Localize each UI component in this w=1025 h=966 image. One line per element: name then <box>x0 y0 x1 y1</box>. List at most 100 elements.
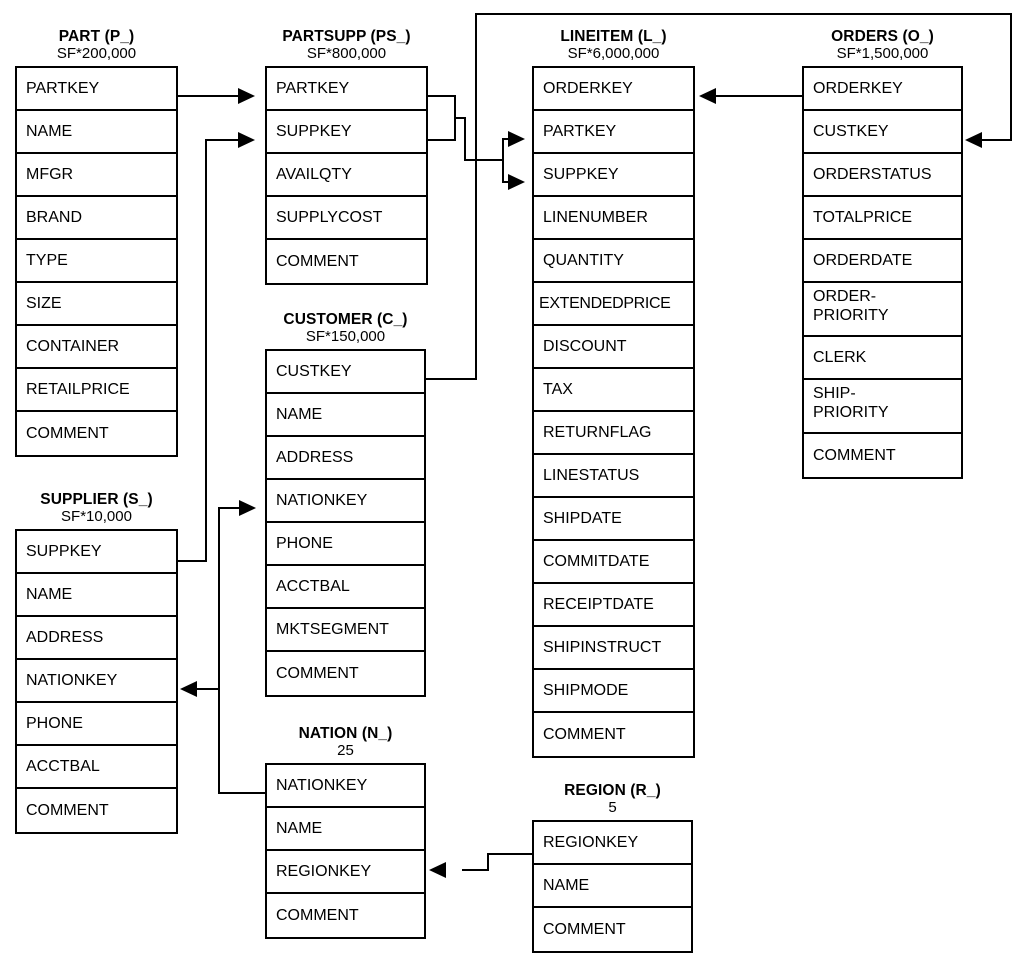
field-orders-orderpriority[interactable]: ORDER- PRIORITY <box>804 283 961 338</box>
field-region-regionkey[interactable]: REGIONKEY <box>534 822 691 866</box>
field-part-type[interactable]: TYPE <box>17 240 176 284</box>
field-partsupp-suppkey[interactable]: SUPPKEY <box>267 111 426 155</box>
field-lineitem-partkey[interactable]: PARTKEY <box>534 111 693 155</box>
field-customer-name[interactable]: NAME <box>267 394 424 438</box>
entity-partsupp-count: SF*800,000 <box>306 45 387 63</box>
field-part-brand[interactable]: BRAND <box>17 197 176 241</box>
field-customer-phone[interactable]: PHONE <box>267 523 424 567</box>
field-lineitem-tax[interactable]: TAX <box>534 369 693 413</box>
entity-lineitem-count: SF*6,000,000 <box>567 45 660 63</box>
entity-part-title: PART (P_) <box>58 28 135 45</box>
field-part-retailprice[interactable]: RETAILPRICE <box>17 369 176 413</box>
entity-nation-count: 25 <box>337 742 354 760</box>
field-lineitem-returnflag[interactable]: RETURNFLAG <box>534 412 693 456</box>
arrowhead-partsupp-suppkey <box>238 132 255 148</box>
field-orders-clerk[interactable]: CLERK <box>804 337 961 381</box>
connector-customer-custkey-riser <box>475 13 477 380</box>
field-part-size[interactable]: SIZE <box>17 283 176 327</box>
arrowhead-partsupp-partkey <box>238 88 255 104</box>
field-supplier-nationkey[interactable]: NATIONKEY <box>17 660 176 704</box>
field-customer-mktsegment[interactable]: MKTSEGMENT <box>267 609 424 653</box>
entity-nation-title: NATION (N_) <box>298 725 393 742</box>
connector-partsupp-merge-run <box>464 159 504 161</box>
connector-nation-nationkey-riser <box>218 507 220 794</box>
field-lineitem-shipinstruct[interactable]: SHIPINSTRUCT <box>534 627 693 671</box>
connector-region-regionkey-out <box>487 853 533 855</box>
field-supplier-address[interactable]: ADDRESS <box>17 617 176 661</box>
field-region-name[interactable]: NAME <box>534 865 691 909</box>
entity-partsupp-title: PARTSUPP (PS_) <box>282 28 411 45</box>
field-lineitem-discount[interactable]: DISCOUNT <box>534 326 693 370</box>
entity-customer-box: CUSTKEY NAME ADDRESS NATIONKEY PHONE ACC… <box>265 349 426 698</box>
field-supplier-comment[interactable]: COMMENT <box>17 789 176 833</box>
field-part-partkey[interactable]: PARTKEY <box>17 68 176 112</box>
connector-nation-nationkey-out <box>218 792 267 794</box>
field-lineitem-suppkey[interactable]: SUPPKEY <box>534 154 693 198</box>
field-nation-nationkey[interactable]: NATIONKEY <box>267 765 424 809</box>
field-part-comment[interactable]: COMMENT <box>17 412 176 456</box>
field-partsupp-availqty[interactable]: AVAILQTY <box>267 154 426 198</box>
connector-region-to-nation-regionkey <box>462 869 489 871</box>
entity-customer-title: CUSTOMER (C_) <box>283 311 408 328</box>
field-lineitem-orderkey[interactable]: ORDERKEY <box>534 68 693 112</box>
field-part-container[interactable]: CONTAINER <box>17 326 176 370</box>
field-orders-comment[interactable]: COMMENT <box>804 434 961 478</box>
field-customer-acctbal[interactable]: ACCTBAL <box>267 566 424 610</box>
arrowhead-customer-nationkey <box>239 500 256 516</box>
arrowhead-nation-regionkey <box>429 862 446 878</box>
connector-customer-top-run <box>475 13 1012 15</box>
entity-region-count: 5 <box>608 799 617 817</box>
field-lineitem-receiptdate[interactable]: RECEIPTDATE <box>534 584 693 628</box>
field-orders-custkey[interactable]: CUSTKEY <box>804 111 961 155</box>
entity-lineitem-box: ORDERKEY PARTKEY SUPPKEY LINENUMBER QUAN… <box>532 66 695 759</box>
field-customer-custkey[interactable]: CUSTKEY <box>267 351 424 395</box>
field-lineitem-linenumber[interactable]: LINENUMBER <box>534 197 693 241</box>
connector-lineitem-split-bracket <box>502 138 504 183</box>
field-lineitem-shipdate[interactable]: SHIPDATE <box>534 498 693 542</box>
field-customer-address[interactable]: ADDRESS <box>267 437 424 481</box>
connector-partsupp-partkey-out <box>428 95 456 97</box>
entity-partsupp: PARTSUPP (PS_) SF*800,000 PARTKEY SUPPKE… <box>265 28 428 286</box>
arrowhead-lineitem-orderkey <box>699 88 716 104</box>
field-lineitem-commitdate[interactable]: COMMITDATE <box>534 541 693 585</box>
field-region-comment[interactable]: COMMENT <box>534 908 691 952</box>
field-orders-orderdate[interactable]: ORDERDATE <box>804 240 961 284</box>
field-lineitem-comment[interactable]: COMMENT <box>534 713 693 757</box>
entity-customer: CUSTOMER (C_) SF*150,000 CUSTKEY NAME AD… <box>265 311 426 698</box>
field-orders-orderkey[interactable]: ORDERKEY <box>804 68 961 112</box>
connector-orders-custkey-in <box>981 139 1012 141</box>
field-lineitem-quantity[interactable]: QUANTITY <box>534 240 693 284</box>
entity-partsupp-box: PARTKEY SUPPKEY AVAILQTY SUPPLYCOST COMM… <box>265 66 428 286</box>
field-orders-shippriority[interactable]: SHIP- PRIORITY <box>804 380 961 435</box>
field-orders-totalprice[interactable]: TOTALPRICE <box>804 197 961 241</box>
field-supplier-name[interactable]: NAME <box>17 574 176 618</box>
field-partsupp-partkey[interactable]: PARTKEY <box>267 68 426 112</box>
field-customer-comment[interactable]: COMMENT <box>267 652 424 696</box>
connector-nation-to-customer-nationkey <box>218 507 241 509</box>
entity-part: PART (P_) SF*200,000 PARTKEY NAME MFGR B… <box>15 28 178 458</box>
connector-partsupp-merge-stub <box>454 117 466 119</box>
field-customer-nationkey[interactable]: NATIONKEY <box>267 480 424 524</box>
field-lineitem-shipmode[interactable]: SHIPMODE <box>534 670 693 714</box>
field-supplier-acctbal[interactable]: ACCTBAL <box>17 746 176 790</box>
field-lineitem-linestatus[interactable]: LINESTATUS <box>534 455 693 499</box>
connector-supplier-suppkey-out <box>178 560 207 562</box>
entity-supplier-title: SUPPLIER (S_) <box>40 491 153 508</box>
field-nation-regionkey[interactable]: REGIONKEY <box>267 851 424 895</box>
field-supplier-phone[interactable]: PHONE <box>17 703 176 747</box>
field-nation-name[interactable]: NAME <box>267 808 424 852</box>
field-part-mfgr[interactable]: MFGR <box>17 154 176 198</box>
arrowhead-lineitem-partkey <box>508 131 525 147</box>
field-partsupp-comment[interactable]: COMMENT <box>267 240 426 284</box>
arrowhead-lineitem-suppkey <box>508 174 525 190</box>
field-partsupp-supplycost[interactable]: SUPPLYCOST <box>267 197 426 241</box>
field-nation-comment[interactable]: COMMENT <box>267 894 424 938</box>
connector-partsupp-suppkey-out <box>428 139 456 141</box>
connector-orders-to-lineitem <box>716 95 804 97</box>
entity-nation-box: NATIONKEY NAME REGIONKEY COMMENT <box>265 763 426 940</box>
field-supplier-suppkey[interactable]: SUPPKEY <box>17 531 176 575</box>
entity-supplier-count: SF*10,000 <box>61 508 132 526</box>
field-part-name[interactable]: NAME <box>17 111 176 155</box>
field-lineitem-extendedprice[interactable]: EXTENDEDPRICE <box>534 283 693 327</box>
field-orders-orderstatus[interactable]: ORDERSTATUS <box>804 154 961 198</box>
